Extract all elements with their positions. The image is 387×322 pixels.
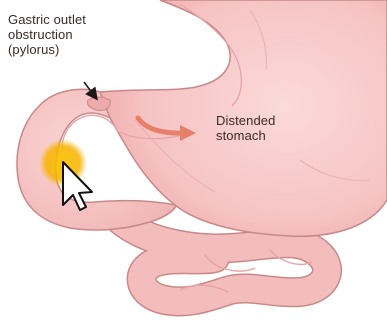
gastric-outlet-label-line: (pylorus): [8, 42, 86, 57]
gastric-outlet-label-line: Gastric outlet: [8, 12, 86, 27]
distended-stomach-label-line: stomach: [216, 128, 275, 143]
distended-stomach-label: Distended stomach: [216, 113, 275, 143]
gastric-outlet-label-line: obstruction: [8, 27, 86, 42]
gastric-outlet-label: Gastric outlet obstruction (pylorus): [8, 12, 86, 57]
distended-stomach-label-line: Distended: [216, 113, 275, 128]
